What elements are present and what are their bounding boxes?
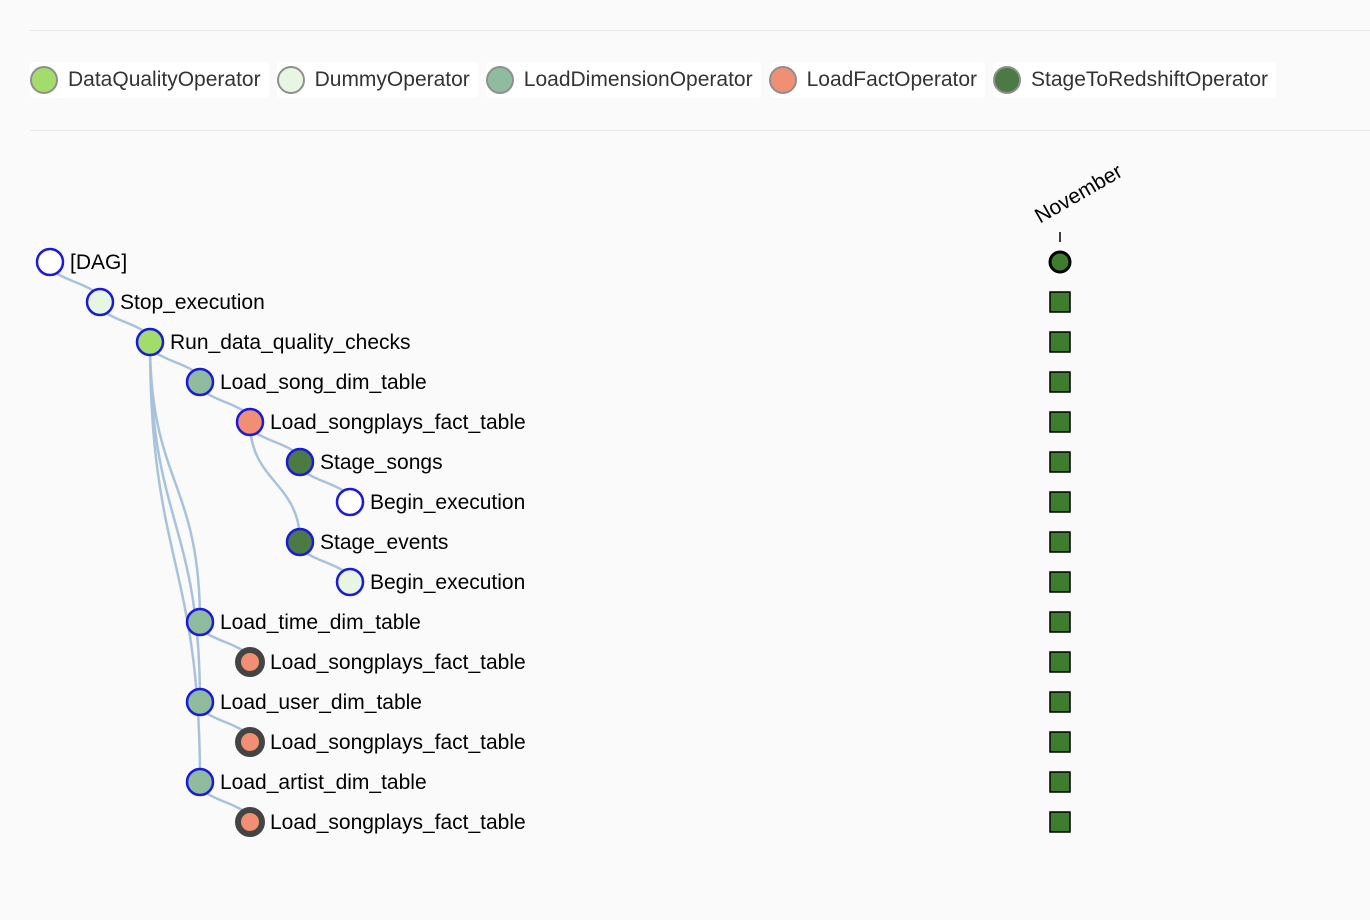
tree-node-circle[interactable] — [335, 487, 365, 517]
legend-swatch-icon — [30, 66, 58, 94]
task-instance-status[interactable] — [1049, 531, 1071, 553]
tree-node-label[interactable]: Load_songplays_fact_table — [270, 411, 526, 434]
task-instance-status[interactable] — [1049, 771, 1071, 793]
task-instance-status[interactable] — [1049, 491, 1071, 513]
legend-label: StageToRedshiftOperator — [1031, 68, 1268, 91]
tree-node-label[interactable]: Load_songplays_fact_table — [270, 731, 526, 754]
tree-link — [248, 421, 302, 543]
tree-node-circle[interactable] — [35, 247, 65, 277]
tree-link — [148, 341, 202, 783]
task-instance-status[interactable] — [1049, 651, 1071, 673]
task-instance-status[interactable] — [1049, 571, 1071, 593]
legend-item-dummyoperator[interactable]: DummyOperator — [276, 62, 478, 98]
operator-legend: DataQualityOperator DummyOperator LoadDime… — [30, 62, 1276, 98]
tree-node-circle[interactable] — [235, 647, 265, 677]
tree-node-circle[interactable] — [85, 287, 115, 317]
tree-node-label[interactable]: Load_song_dim_table — [220, 371, 427, 394]
tree-node-label[interactable]: Load_songplays_fact_table — [270, 651, 526, 674]
tree-node-label[interactable]: [DAG] — [70, 251, 127, 274]
legend-label: LoadFactOperator — [806, 68, 978, 91]
dag-run-status[interactable] — [1048, 250, 1072, 274]
tree-node-circle[interactable] — [235, 407, 265, 437]
tree-node-label[interactable]: Stop_execution — [120, 291, 265, 314]
task-instance-status[interactable] — [1049, 411, 1071, 433]
tree-node-circle[interactable] — [235, 727, 265, 757]
tree-node-label[interactable]: Stage_events — [320, 531, 448, 554]
task-instance-status[interactable] — [1049, 611, 1071, 633]
tree-node-circle[interactable] — [185, 767, 215, 797]
tree-node-label[interactable]: Load_songplays_fact_table — [270, 811, 526, 834]
legend-item-stagetoredshiftoperator[interactable]: StageToRedshiftOperator — [993, 62, 1276, 98]
legend-label: DummyOperator — [314, 68, 470, 91]
tree-node-label[interactable]: Begin_execution — [370, 491, 525, 514]
legend-swatch-icon — [993, 66, 1022, 94]
legend-top-divider — [30, 30, 1370, 31]
legend-label: DataQualityOperator — [68, 68, 261, 91]
legend-swatch-icon — [768, 66, 797, 94]
task-instance-status[interactable] — [1049, 371, 1071, 393]
task-instance-status[interactable] — [1049, 451, 1071, 473]
task-instance-status[interactable] — [1049, 691, 1071, 713]
tree-node-circle[interactable] — [185, 687, 215, 717]
tree-node-circle[interactable] — [235, 807, 265, 837]
legend-item-dataqualityoperator[interactable]: DataQualityOperator — [30, 62, 269, 98]
legend-item-loadfactoperator[interactable]: LoadFactOperator — [768, 62, 986, 98]
tree-node-label[interactable]: Begin_execution — [370, 571, 525, 594]
legend-item-loaddimensionoperator[interactable]: LoadDimensionOperator — [485, 62, 761, 98]
tree-node-circle[interactable] — [185, 607, 215, 637]
tree-node-circle[interactable] — [135, 327, 165, 357]
legend-swatch-icon — [276, 66, 305, 94]
task-instance-status[interactable] — [1049, 331, 1071, 353]
tree-node-label[interactable]: Stage_songs — [320, 451, 443, 474]
tree-node-circle[interactable] — [335, 567, 365, 597]
tree-node-circle[interactable] — [285, 447, 315, 477]
status-column — [1048, 232, 1072, 833]
tree-node-label[interactable]: Run_data_quality_checks — [170, 331, 411, 354]
tree-nodes: [DAG] Stop_executionRun_data_quality_chec… — [35, 247, 526, 837]
tree-node-label[interactable]: Load_artist_dim_table — [220, 771, 427, 794]
tree-node-circle[interactable] — [285, 527, 315, 557]
task-instance-status[interactable] — [1049, 811, 1071, 833]
legend-swatch-icon — [485, 66, 514, 94]
legend-label: LoadDimensionOperator — [523, 68, 753, 91]
task-instance-status[interactable] — [1049, 291, 1071, 313]
task-instance-status[interactable] — [1049, 731, 1071, 753]
legend-bottom-divider — [30, 130, 1370, 131]
tree-node-label[interactable]: Load_user_dim_table — [220, 691, 422, 714]
tree-node-label[interactable]: Load_time_dim_table — [220, 611, 421, 634]
tree-node-circle[interactable] — [185, 367, 215, 397]
